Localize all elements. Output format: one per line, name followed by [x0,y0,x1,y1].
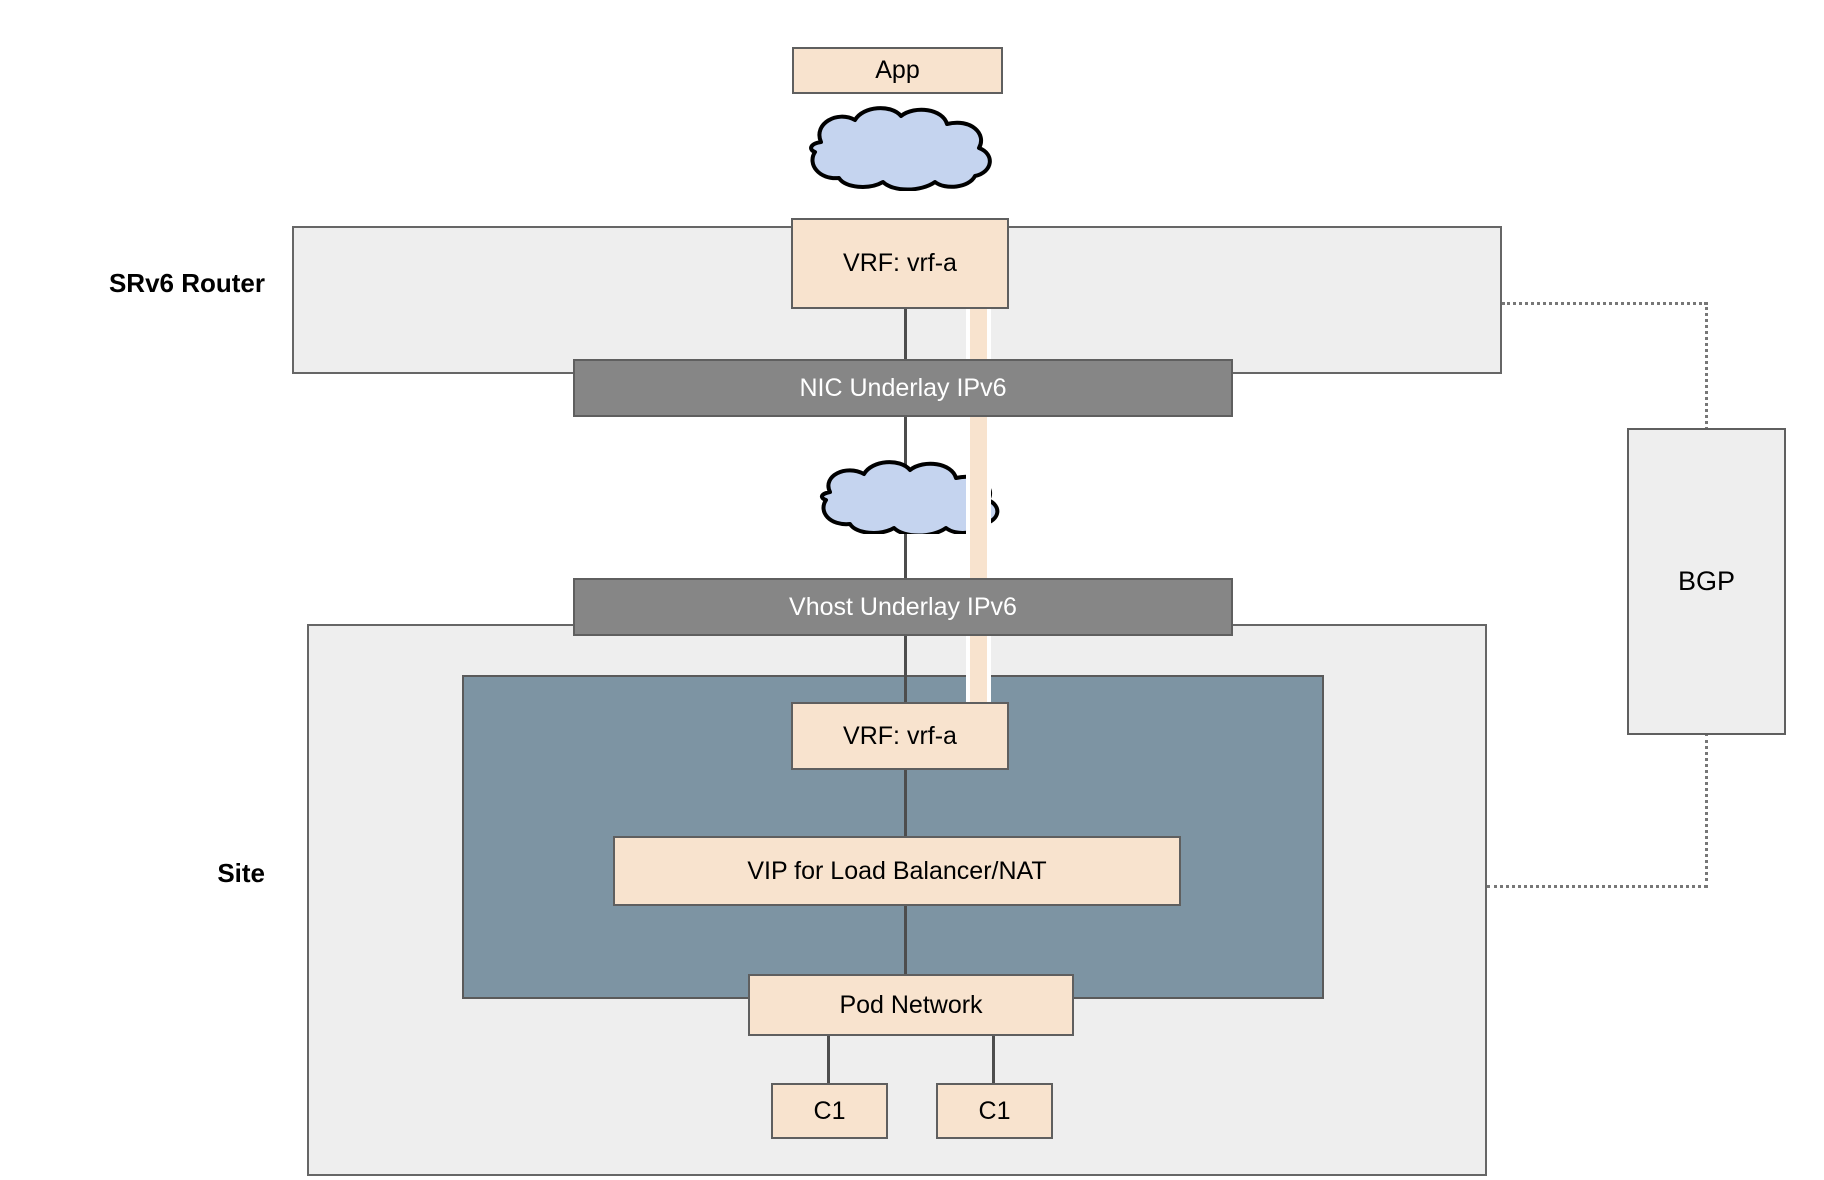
pod-network-box[interactable]: Pod Network [748,974,1074,1036]
bgp-connector-bottom-horizontal [1487,885,1707,888]
srv6-router-label: SRv6 Router [108,268,265,298]
connector-vrf-site-to-vip [904,770,907,836]
vrf-router-box[interactable]: VRF: vrf-a [791,218,1009,309]
bgp-connector-bottom-vertical [1705,733,1708,888]
site-label: Site [217,858,265,888]
connector-pod-to-container-1 [827,1035,830,1083]
connector-cloud-to-vhost [904,530,907,580]
bgp-box[interactable]: BGP [1627,428,1786,735]
bgp-connector-top-horizontal [1502,302,1707,305]
nic-underlay-bar[interactable]: NIC Underlay IPv6 [573,359,1233,417]
bgp-connector-top-vertical [1705,302,1708,430]
connector-vhost-to-vrf-site [904,636,907,702]
cloud-icon-top [775,106,1010,191]
connector-pod-to-container-2 [992,1035,995,1083]
vrf-site-box[interactable]: VRF: vrf-a [791,702,1009,770]
container-box-2[interactable]: C1 [936,1083,1053,1139]
connector-nic-to-cloud [904,416,907,468]
vip-load-balancer-nat-box[interactable]: VIP for Load Balancer/NAT [613,836,1181,906]
connector-vip-to-pod [904,906,907,974]
connector-vrf-to-nic [904,309,907,359]
vhost-underlay-bar[interactable]: Vhost Underlay IPv6 [573,578,1233,636]
container-box-1[interactable]: C1 [771,1083,888,1139]
app-box[interactable]: App [792,47,1003,94]
